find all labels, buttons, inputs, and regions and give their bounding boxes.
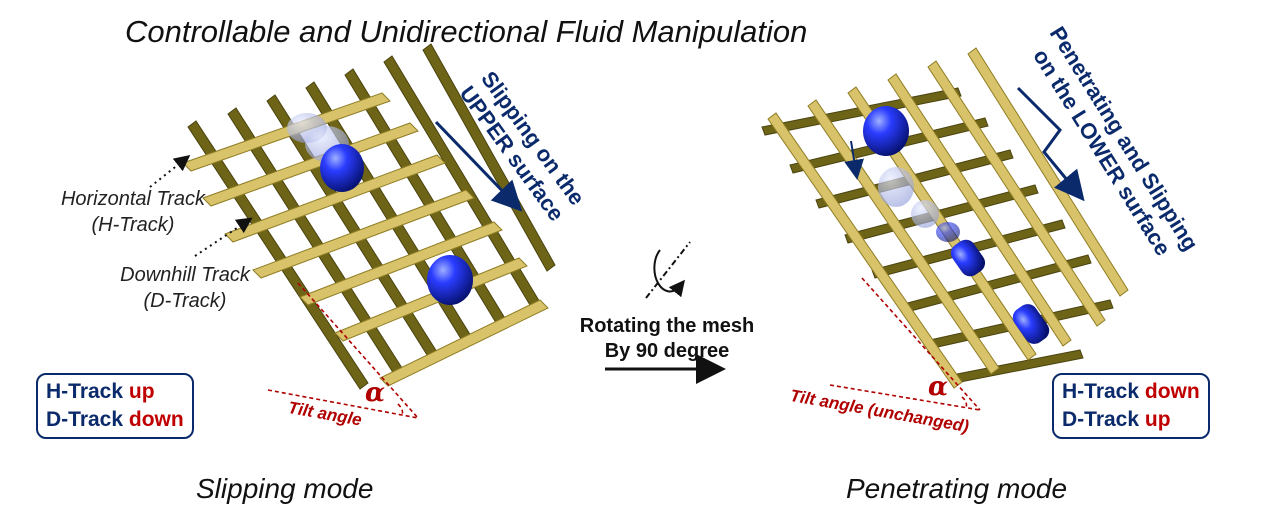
rotate-label: Rotating the mesh By 90 degree xyxy=(555,314,779,364)
droplet xyxy=(320,144,364,192)
d-track-callout-line2: (D-Track) xyxy=(143,290,227,312)
droplet xyxy=(863,106,909,156)
d-track-callout-line1: Downhill Track xyxy=(120,264,250,286)
right-direction-arrow xyxy=(1016,86,1085,202)
h-track-callout-line1: Horizontal Track xyxy=(60,188,206,210)
right-d-track-value: up xyxy=(1144,408,1171,431)
right-alpha-symbol: α xyxy=(928,372,949,402)
ghost-droplet xyxy=(936,222,960,242)
h-track-callout: Horizontal Track (H-Track) xyxy=(38,186,228,238)
left-tilt-angle xyxy=(267,282,419,419)
right-state-box: H-Track down D-Track up xyxy=(1052,373,1210,439)
right-drop-arrow xyxy=(844,140,864,180)
right-d-track-key: D-Track xyxy=(1062,408,1140,431)
rotate-symbol xyxy=(645,241,691,299)
right-droplets xyxy=(863,106,1050,344)
droplet xyxy=(950,239,986,277)
ghost-droplet xyxy=(878,167,914,207)
ghost-droplet xyxy=(911,200,939,228)
right-h-track-value: down xyxy=(1144,380,1200,403)
droplet xyxy=(427,255,473,305)
left-h-track-value: up xyxy=(128,380,155,403)
left-mode-label: Slipping mode xyxy=(196,473,374,504)
right-tilt-angle xyxy=(829,277,981,411)
rotate-label-line2: By 90 degree xyxy=(604,340,730,362)
left-d-track-key: D-Track xyxy=(46,408,124,431)
right-mode-label: Penetrating mode xyxy=(846,473,1068,504)
droplet xyxy=(1012,304,1050,344)
left-d-track-value: down xyxy=(128,408,184,431)
d-track-callout: Downhill Track (D-Track) xyxy=(95,262,275,314)
left-callout-arrows xyxy=(149,155,253,257)
figure-title: Controllable and Unidirectional Fluid Ma… xyxy=(125,14,808,49)
left-direction-arrow xyxy=(434,120,523,212)
left-droplets xyxy=(287,113,473,305)
left-alpha-symbol: α xyxy=(365,378,386,408)
left-horizontal-tracks xyxy=(182,92,549,387)
right-h-track-key: H-Track xyxy=(1062,380,1140,403)
rotate-label-line1: Rotating the mesh xyxy=(579,315,755,337)
left-h-track-key: H-Track xyxy=(46,380,124,403)
h-track-callout-line2: (H-Track) xyxy=(91,214,175,236)
left-state-box: H-Track up D-Track down xyxy=(36,373,194,439)
